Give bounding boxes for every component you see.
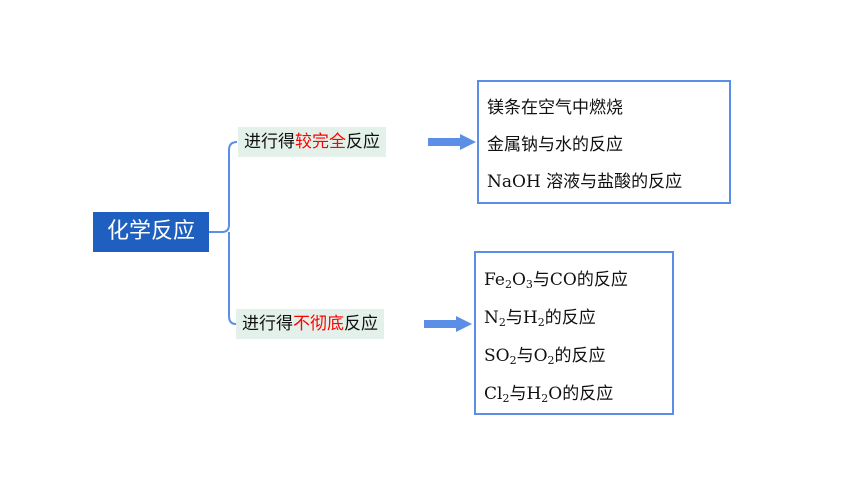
reaction-text: SO bbox=[484, 346, 510, 366]
subscript: 2 bbox=[502, 392, 510, 405]
reaction-item: SO2与O2的反应 bbox=[484, 337, 672, 375]
root-node: 化学反应 bbox=[93, 212, 209, 252]
reaction-text: 金属钠与水的反应 bbox=[487, 135, 623, 155]
brace-line bbox=[209, 141, 238, 325]
subscript: 2 bbox=[537, 316, 545, 329]
subscript: 2 bbox=[504, 278, 512, 291]
reaction-item: N2与H2的反应 bbox=[484, 299, 672, 337]
branch-label-highlight: 不彻底 bbox=[293, 314, 344, 334]
branch-label-prefix: 进行得 bbox=[244, 132, 295, 152]
reaction-text: Cl bbox=[484, 384, 503, 404]
branch-incomplete-label: 进行得不彻底反应 bbox=[236, 309, 384, 339]
branch-label-prefix: 进行得 bbox=[242, 314, 293, 334]
reaction-text: N bbox=[484, 308, 499, 328]
branch-complete-label: 进行得较完全反应 bbox=[238, 127, 386, 157]
reaction-text: O的反应 bbox=[548, 384, 614, 404]
subscript: 3 bbox=[525, 278, 533, 291]
arrow-2 bbox=[424, 316, 472, 332]
reaction-item: Cl2与H2O的反应 bbox=[484, 375, 672, 413]
reaction-item: 镁条在空气中燃烧 bbox=[487, 90, 729, 127]
reaction-text: 与CO的反应 bbox=[532, 270, 628, 290]
reaction-item: NaOH 溶液与盐酸的反应 bbox=[487, 164, 729, 201]
arrow-1 bbox=[428, 134, 476, 150]
subscript: 2 bbox=[547, 354, 555, 367]
reaction-text: O bbox=[511, 270, 526, 290]
reaction-text: 的反应 bbox=[544, 308, 596, 328]
reaction-item: 金属钠与水的反应 bbox=[487, 127, 729, 164]
reaction-text: 的反应 bbox=[554, 346, 606, 366]
reaction-text: 与H bbox=[509, 384, 542, 404]
branch-label-suffix: 反应 bbox=[344, 314, 378, 334]
reaction-text: 与H bbox=[505, 308, 538, 328]
subscript: 2 bbox=[498, 316, 506, 329]
branch-label-suffix: 反应 bbox=[346, 132, 380, 152]
branch-label-highlight: 较完全 bbox=[295, 132, 346, 152]
reaction-text: NaOH 溶液与盐酸的反应 bbox=[487, 172, 683, 192]
complete-reactions-box: 镁条在空气中燃烧金属钠与水的反应 NaOH 溶液与盐酸的反应 bbox=[477, 80, 731, 204]
subscript: 2 bbox=[509, 354, 517, 367]
reaction-text: 镁条在空气中燃烧 bbox=[487, 98, 623, 118]
reaction-text: Fe bbox=[484, 270, 505, 290]
subscript: 2 bbox=[541, 392, 549, 405]
reaction-text: 与O bbox=[516, 346, 548, 366]
reaction-item: Fe2O3与CO的反应 bbox=[484, 261, 672, 299]
